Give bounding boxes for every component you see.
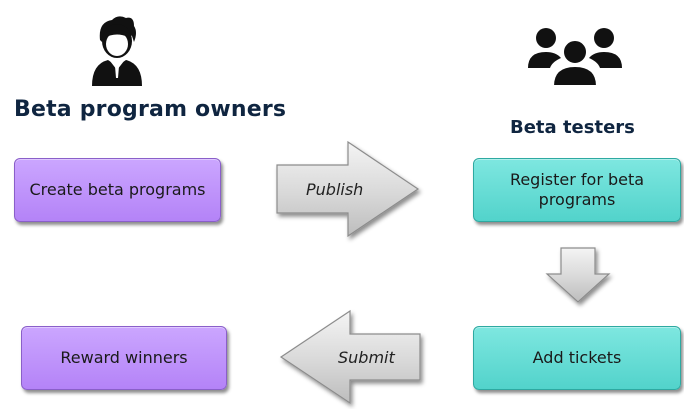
user-group-icon: [528, 28, 622, 87]
create-beta-programs-box: Create beta programs: [14, 158, 221, 222]
add-tickets-box: Add tickets: [473, 326, 681, 390]
owners-heading: Beta program owners: [14, 97, 287, 122]
testers-heading: Beta testers: [510, 117, 635, 138]
register-beta-programs-label: Register for beta programs: [509, 170, 645, 209]
submit-arrow: [279, 309, 421, 405]
create-beta-programs-label: Create beta programs: [29, 180, 206, 199]
single-user-icon: [92, 16, 142, 86]
submit-label: Submit: [338, 348, 395, 367]
down-arrow-icon: [545, 247, 611, 303]
publish-label: Publish: [306, 180, 364, 199]
publish-arrow: [276, 140, 420, 238]
register-beta-programs-box: Register for beta programs: [473, 158, 681, 222]
reward-winners-label: Reward winners: [60, 348, 188, 367]
reward-winners-box: Reward winners: [21, 326, 227, 390]
add-tickets-label: Add tickets: [532, 348, 622, 367]
